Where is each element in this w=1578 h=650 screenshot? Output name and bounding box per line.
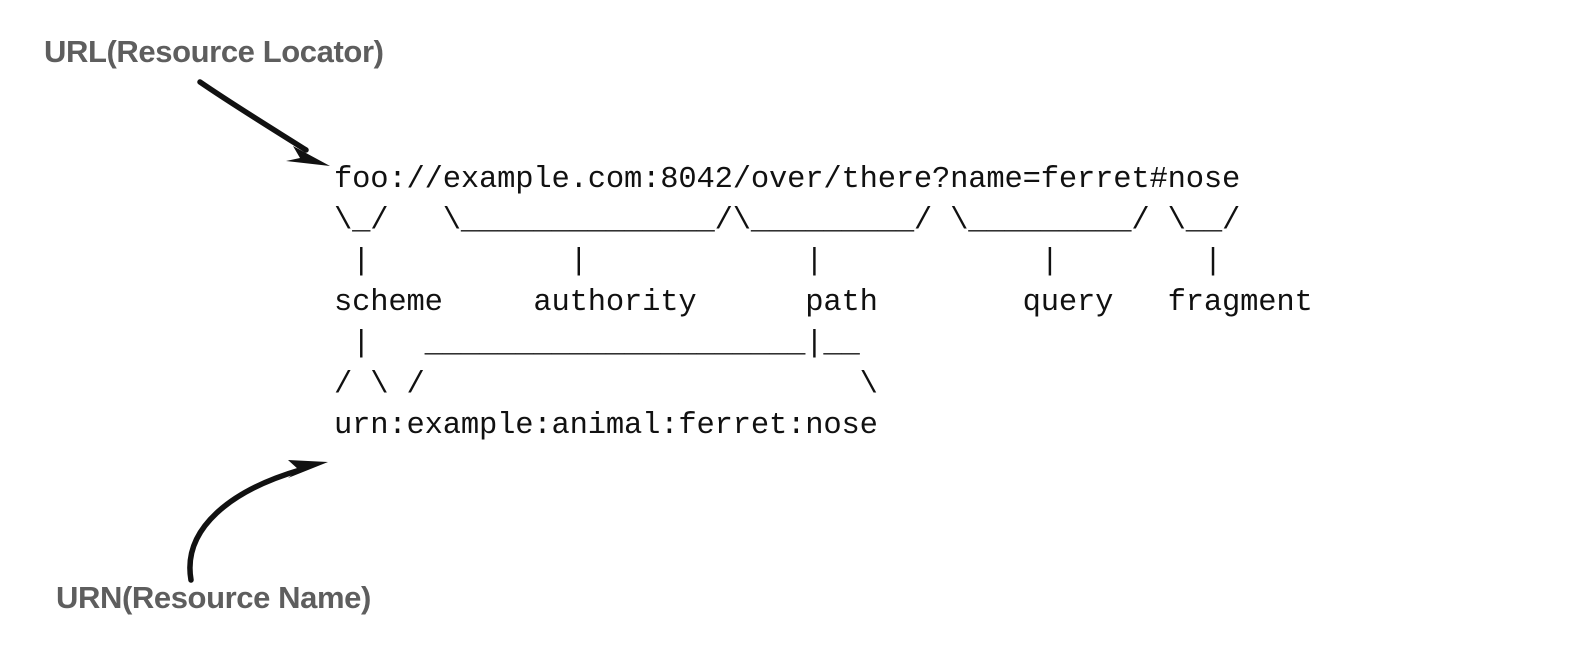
urn-arrow-icon bbox=[187, 460, 328, 583]
urn-annotation-label: URN(Resource Name) bbox=[56, 580, 371, 615]
url-annotation-label: URL(Resource Locator) bbox=[44, 34, 384, 69]
url-arrow-icon bbox=[197, 79, 330, 166]
uri-ascii-art-block: foo://example.com:8042/over/there?name=f… bbox=[334, 163, 1313, 443]
